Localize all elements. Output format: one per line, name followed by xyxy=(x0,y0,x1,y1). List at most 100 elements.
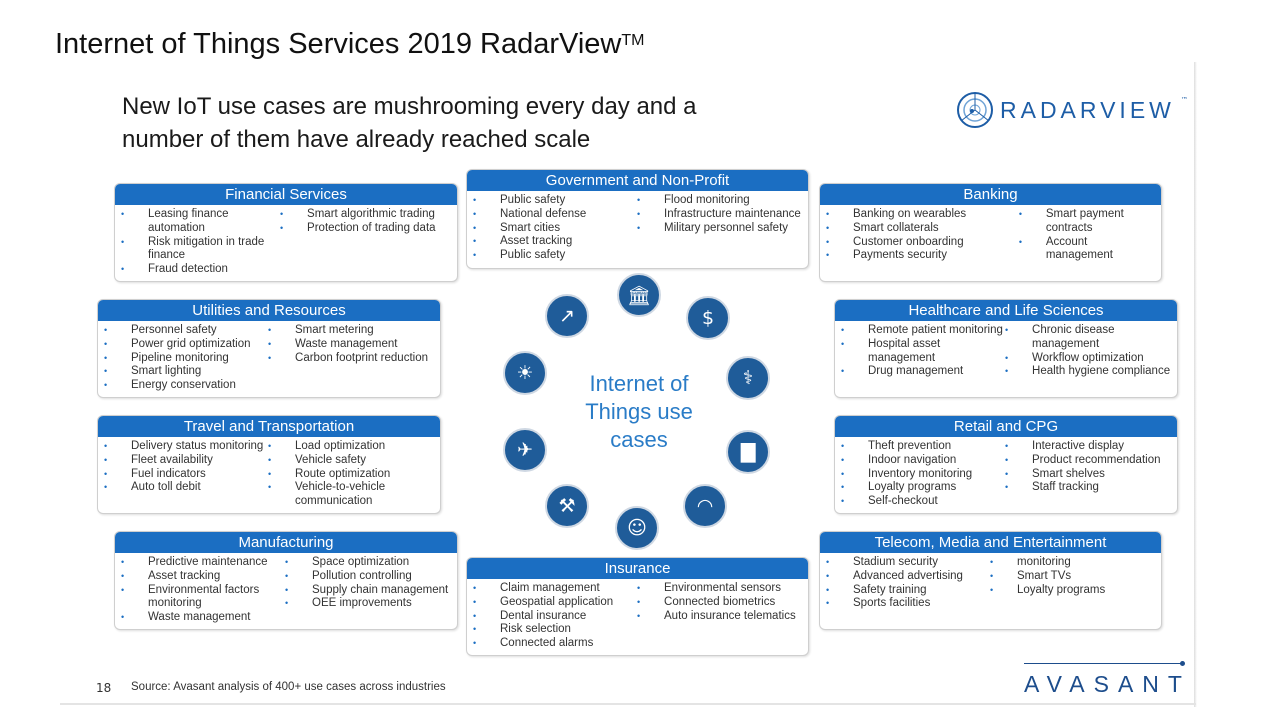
list-item: Environmental factors monitoring xyxy=(121,584,285,612)
item-list: Leasing finance automationRisk mitigatio… xyxy=(121,208,280,277)
radar-icon xyxy=(957,92,993,128)
list-item: Auto toll debit xyxy=(104,481,268,495)
list-item: Vehicle safety xyxy=(268,454,436,468)
list-item: Smart lighting xyxy=(104,365,268,379)
center-line: cases xyxy=(610,427,668,452)
list-item: Military personnel safety xyxy=(637,222,804,236)
list-item: Protection of trading data xyxy=(280,222,453,236)
bank-icon: 🏛 xyxy=(617,273,661,317)
item-list: Claim managementGeospatial applicationDe… xyxy=(473,582,637,651)
slide-edge xyxy=(1194,62,1197,707)
list-item: Space optimization xyxy=(285,556,453,570)
list-item: Chronic disease management xyxy=(1005,324,1173,352)
center-line: Things use xyxy=(585,399,693,424)
list-item: Self-checkout xyxy=(841,495,1005,509)
list-item: Remote patient monitoring xyxy=(841,324,1005,338)
box-header: Financial Services xyxy=(115,184,457,205)
list-item: Loyalty programs xyxy=(841,481,1005,495)
logo-text: RADARVIEW xyxy=(1000,96,1175,123)
slide-title: Internet of Things Services 2019 RadarVi… xyxy=(55,28,644,61)
item-list: Predictive maintenanceAsset trackingEnvi… xyxy=(121,556,285,625)
item-list: Space optimizationPollution controllingS… xyxy=(285,556,453,625)
satellite-dish-icon: ◠ xyxy=(683,484,727,528)
list-item: Drug management xyxy=(841,365,1005,379)
list-item: Banking on wearables xyxy=(826,208,1019,222)
box-header: Banking xyxy=(820,184,1161,205)
list-item: Smart metering xyxy=(268,324,436,338)
list-item: Health hygiene compliance xyxy=(1005,365,1173,379)
list-item: Interactive display xyxy=(1005,440,1173,454)
box-header: Government and Non-Profit xyxy=(467,170,808,191)
airplane-icon: ✈ xyxy=(503,428,547,472)
list-item: Claim management xyxy=(473,582,637,596)
list-item: Loyalty programs xyxy=(990,584,1157,598)
list-item: Vehicle-to-vehicle communication xyxy=(268,481,436,509)
list-item: Safety training xyxy=(826,584,990,598)
trademark: TM xyxy=(621,32,645,49)
box-header: Travel and Transportation xyxy=(98,416,440,437)
list-item: Hospital asset management xyxy=(841,338,1005,366)
list-item: Personnel safety xyxy=(104,324,268,338)
list-item: Account management xyxy=(1019,236,1157,264)
list-item: Dental insurance xyxy=(473,610,637,624)
source-note: Source: Avasant analysis of 400+ use cas… xyxy=(131,681,446,693)
list-item: Power grid optimization xyxy=(104,338,268,352)
subtitle-line: number of them have already reached scal… xyxy=(122,126,591,153)
list-item: Payments security xyxy=(826,249,1019,263)
list-item: Advanced advertising xyxy=(826,570,990,584)
list-item: Product recommendation xyxy=(1005,454,1173,468)
list-item: National defense xyxy=(473,208,637,222)
list-item: Connected alarms xyxy=(473,637,637,651)
box-header: Manufacturing xyxy=(115,532,457,553)
logo-tm: ™ xyxy=(1180,96,1188,104)
box-banking: BankingBanking on wearablesSmart collate… xyxy=(819,183,1162,282)
radarview-logo: RADARVIEW ™ xyxy=(956,91,1188,129)
item-list: Flood monitoringInfrastructure maintenan… xyxy=(637,194,804,263)
center-line: Internet of xyxy=(589,371,689,396)
list-item: Infrastructure maintenance xyxy=(637,208,804,222)
list-item: Leasing finance automation xyxy=(121,208,280,236)
list-item: Pipeline monitoring xyxy=(104,352,268,366)
list-item: Waste management xyxy=(268,338,436,352)
list-item: Connected biometrics xyxy=(637,596,804,610)
list-item: Smart payment contracts xyxy=(1019,208,1157,236)
item-list: Remote patient monitoringHospital asset … xyxy=(841,324,1005,379)
list-item: Geospatial application xyxy=(473,596,637,610)
list-item: Public safety xyxy=(473,249,637,263)
item-list: Stadium securityAdvanced advertisingSafe… xyxy=(826,556,990,611)
list-item: Fuel indicators xyxy=(104,468,268,482)
list-item: Delivery status monitoring xyxy=(104,440,268,454)
subtitle-line: New IoT use cases are mushrooming every … xyxy=(122,93,697,120)
list-item: Asset tracking xyxy=(473,235,637,249)
list-item: Smart collaterals xyxy=(826,222,1019,236)
item-list: Smart meteringWaste managementCarbon foo… xyxy=(268,324,436,393)
box-header: Insurance xyxy=(467,558,808,579)
box-utilities: Utilities and ResourcesPersonnel safetyP… xyxy=(97,299,441,398)
list-item: Waste management xyxy=(121,611,285,625)
list-item: Smart TVs xyxy=(990,570,1157,584)
box-header: Retail and CPG xyxy=(835,416,1177,437)
avasant-logo: AVASANT xyxy=(1024,671,1191,697)
item-list: Theft preventionIndoor navigationInvento… xyxy=(841,440,1005,509)
list-item: monitoring xyxy=(990,556,1157,570)
title-text: Internet of Things Services 2019 RadarVi… xyxy=(55,28,622,60)
list-item: Smart cities xyxy=(473,222,637,236)
list-item: Auto insurance telematics xyxy=(637,610,804,624)
box-header: Healthcare and Life Sciences xyxy=(835,300,1177,321)
subtitle: New IoT use cases are mushrooming every … xyxy=(122,90,697,156)
list-item: Theft prevention xyxy=(841,440,1005,454)
item-list: monitoringSmart TVsLoyalty programs xyxy=(990,556,1157,611)
item-list: Smart payment contractsAccount managemen… xyxy=(1019,208,1157,263)
avasant-line xyxy=(1024,663,1182,664)
list-item: Route optimization xyxy=(268,468,436,482)
item-list: Interactive displayProduct recommendatio… xyxy=(1005,440,1173,509)
box-government: Government and Non-ProfitPublic safety Na… xyxy=(466,169,809,269)
list-item: Asset tracking xyxy=(121,570,285,584)
list-item: Risk mitigation in trade finance xyxy=(121,236,280,264)
retail-chart-icon: ▇ xyxy=(726,430,770,474)
item-list: Smart algorithmic tradingProtection of t… xyxy=(280,208,453,277)
coins-icon: $ xyxy=(686,296,730,340)
center-label: Internet of Things use cases xyxy=(566,370,712,454)
list-item: Workflow optimization xyxy=(1005,352,1173,366)
list-item: Environmental sensors xyxy=(637,582,804,596)
